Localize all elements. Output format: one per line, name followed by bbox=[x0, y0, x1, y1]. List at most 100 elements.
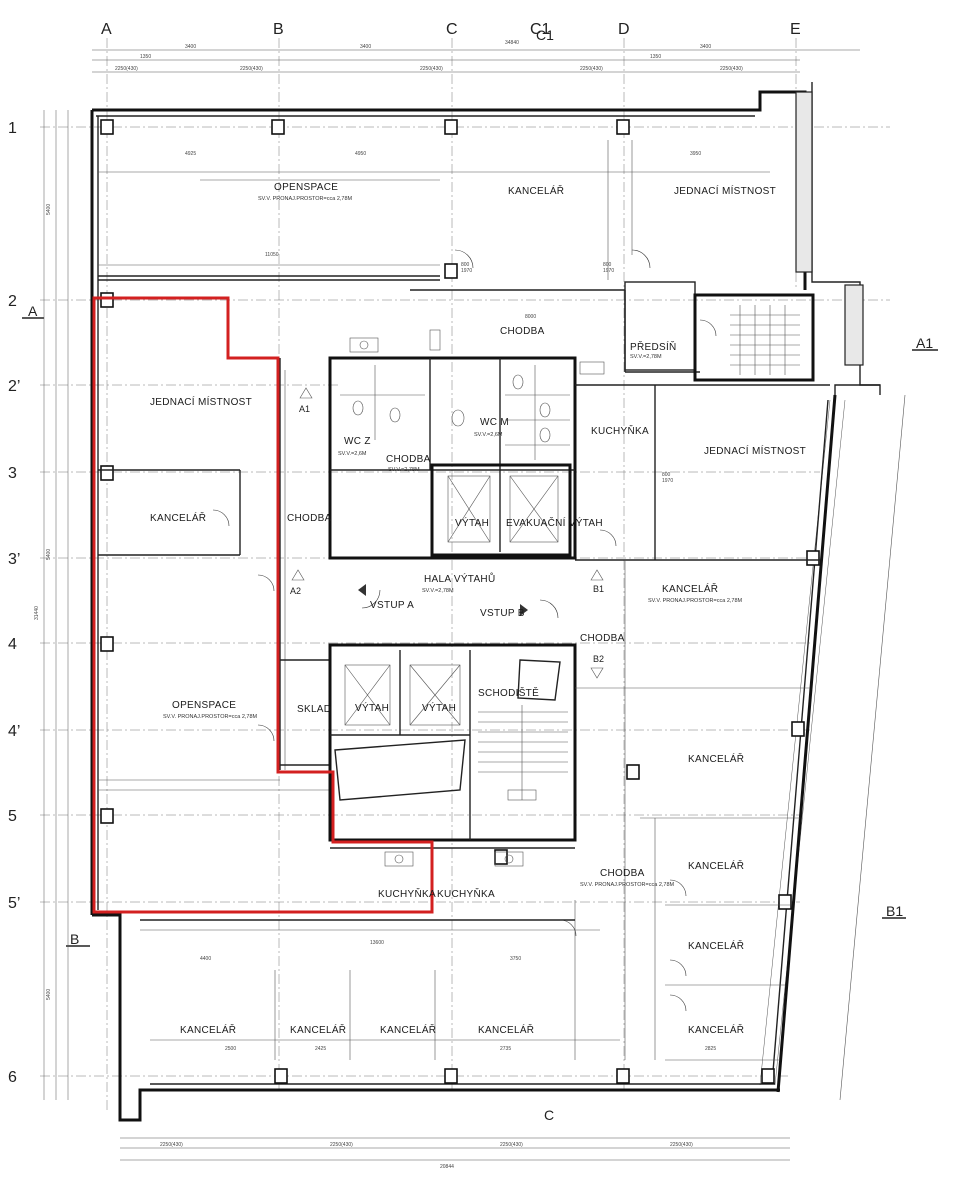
dim-door-h-1: 1970 bbox=[461, 268, 472, 274]
entry-tags: A1 A2 B1 B2 bbox=[290, 387, 604, 679]
axis-label-5p: 5’ bbox=[8, 895, 20, 912]
axis-label-3p: 3’ bbox=[8, 551, 20, 568]
dim-span-long: 11050 bbox=[265, 252, 279, 258]
dim-door-h-2: 1970 bbox=[603, 268, 614, 274]
room-kancelar-b4: KANCELÁŘ bbox=[478, 1023, 534, 1036]
room-predsin-sub: SV.V.=2,78M bbox=[630, 354, 662, 360]
room-wc-m-sub: SV.V.=2,6M bbox=[474, 432, 503, 438]
dim-door-h-3: 1970 bbox=[662, 478, 673, 484]
axis-label-2: 2 bbox=[8, 293, 17, 310]
dim-b-2500: 2500 bbox=[225, 1046, 236, 1052]
dim-module-8: 2250(430) bbox=[500, 1142, 523, 1148]
dim-module-4: 2250(430) bbox=[580, 66, 603, 72]
dim-span-right: 3950 bbox=[690, 151, 701, 157]
room-vytah-2: VÝTAH bbox=[355, 701, 389, 714]
axis-label-c1: C1 bbox=[530, 21, 551, 38]
room-kancelar-top: KANCELÁŘ bbox=[508, 184, 564, 197]
dim-left-bay-1: 5400 bbox=[46, 204, 52, 215]
room-kancelar-r5: KANCELÁŘ bbox=[688, 1023, 744, 1036]
room-jednaci-left: JEDNACÍ MÍSTNOST bbox=[150, 395, 252, 408]
dim-left-total: 31440 bbox=[34, 606, 40, 620]
room-kuchynka-1: KUCHYŇKA bbox=[378, 887, 436, 900]
room-schodiste: SCHODIŠTĚ bbox=[478, 686, 539, 699]
dim-module-5: 2250(430) bbox=[720, 66, 743, 72]
dim-b-2825: 2825 bbox=[705, 1046, 716, 1052]
dim-module-3: 2250(430) bbox=[420, 66, 443, 72]
dim-span-mid: 4950 bbox=[355, 151, 366, 157]
room-kancelar-b1: KANCELÁŘ bbox=[180, 1023, 236, 1036]
dim-b-4400: 4400 bbox=[200, 956, 211, 962]
room-chodba-wc-sub: SV.V.=2,78M bbox=[388, 467, 420, 473]
room-chodba-top: CHODBA bbox=[500, 326, 545, 337]
room-chodba-mid: CHODBA bbox=[580, 633, 625, 644]
dimension-chains: 34840 20844 2250(430) 2250(430) 2250(430… bbox=[34, 40, 860, 1170]
axis-label-b: B bbox=[273, 21, 284, 38]
section-mark-a1: A1 bbox=[916, 335, 933, 351]
axis-label-c: C bbox=[446, 21, 458, 38]
section-marks: A A1 B B1 C C1 bbox=[22, 27, 938, 1123]
dim-bay-a-2: 3400 bbox=[360, 44, 371, 50]
column-axis-labels: A B C C1 D E bbox=[101, 21, 801, 38]
room-openspace-left: OPENSPACE bbox=[172, 700, 236, 711]
axis-label-1: 1 bbox=[8, 120, 17, 137]
room-kuchynka-2: KUCHYŇKA bbox=[437, 887, 495, 900]
room-hala-vytahu-sub: SV.V.=2,78M bbox=[422, 588, 454, 594]
room-kancelar-r2: KANCELÁŘ bbox=[688, 752, 744, 765]
building-envelope bbox=[90, 82, 906, 1122]
dim-bay-b-1: 1350 bbox=[140, 54, 151, 60]
section-mark-b1: B1 bbox=[886, 903, 903, 919]
room-jednaci-right: JEDNACÍ MÍSTNOST bbox=[704, 444, 806, 457]
dim-bay-a-1: 3400 bbox=[185, 44, 196, 50]
axis-label-4p: 4’ bbox=[8, 723, 20, 740]
room-vstup-a: VSTUP A bbox=[370, 600, 414, 611]
dim-b-2735: 2735 bbox=[500, 1046, 511, 1052]
room-chodba-low: CHODBA bbox=[600, 868, 645, 879]
dim-b-2425: 2425 bbox=[315, 1046, 326, 1052]
dim-span-wide: 13600 bbox=[370, 940, 384, 946]
tenant-area-outline bbox=[92, 296, 434, 914]
axis-label-a: A bbox=[101, 21, 112, 38]
fixtures bbox=[349, 329, 605, 867]
tag-b2: B2 bbox=[593, 654, 604, 664]
dim-overall-top: 34840 bbox=[505, 40, 519, 46]
row-axis-labels: 1 2 2’ 3 3’ 4 4’ 5 5’ 6 bbox=[8, 120, 20, 1086]
dim-left-bay-2: 5400 bbox=[46, 549, 52, 560]
dim-left-bay-3: 5400 bbox=[46, 989, 52, 1000]
dim-bay-a-3: 3400 bbox=[700, 44, 711, 50]
room-vstup-b: VSTUP B bbox=[480, 608, 525, 619]
room-kancelar-r4: KANCELÁŘ bbox=[688, 939, 744, 952]
axis-label-6: 6 bbox=[8, 1069, 17, 1086]
room-kuchynka-right: KUCHYŇKA bbox=[591, 424, 649, 437]
room-kancelar-r3: KANCELÁŘ bbox=[688, 859, 744, 872]
room-wc-z-sub: SV.V.=2,6M bbox=[338, 451, 367, 457]
exterior-ledges bbox=[795, 91, 864, 366]
room-sklad: SKLAD bbox=[297, 704, 331, 715]
axis-label-2p: 2’ bbox=[8, 378, 20, 395]
dim-door-2: 800 bbox=[603, 262, 612, 268]
room-kancelar-b2: KANCELÁŘ bbox=[290, 1023, 346, 1036]
interior-partitions bbox=[98, 140, 830, 1061]
dim-overall-bottom: 20844 bbox=[440, 1164, 454, 1170]
tag-a1: A1 bbox=[299, 404, 310, 414]
room-kancelar-b3: KANCELÁŘ bbox=[380, 1023, 436, 1036]
door-swings bbox=[212, 249, 717, 1012]
dim-module-2: 2250(430) bbox=[240, 66, 263, 72]
room-chodba-wc: CHODBA bbox=[386, 454, 431, 465]
room-vytah-1: VÝTAH bbox=[455, 516, 489, 529]
room-labels: OPENSPACE SV.V. PRONAJ.PROSTOR=cca 2,78M… bbox=[150, 182, 806, 1036]
dim-b-3750: 3750 bbox=[510, 956, 521, 962]
tag-b1: B1 bbox=[593, 584, 604, 594]
section-mark-c1: C1 bbox=[536, 27, 554, 43]
axis-label-4: 4 bbox=[8, 636, 17, 653]
room-chodba-low-sub: SV.V. PRONAJ.PROSTOR=cca 2,78M bbox=[580, 882, 675, 888]
dim-door-3: 800 bbox=[662, 472, 671, 478]
section-mark-c: C bbox=[544, 1107, 554, 1123]
tag-a2: A2 bbox=[290, 586, 301, 596]
room-hala-vytahu: HALA VÝTAHŮ bbox=[424, 572, 495, 585]
room-predsin: PŘEDSÍŇ bbox=[630, 340, 677, 353]
dim-module-1: 2250(430) bbox=[115, 66, 138, 72]
room-evakuacni-vytah: EVAKUAČNÍ VÝTAH bbox=[506, 516, 603, 529]
axis-label-3: 3 bbox=[8, 465, 17, 482]
room-vytah-3: VÝTAH bbox=[422, 701, 456, 714]
